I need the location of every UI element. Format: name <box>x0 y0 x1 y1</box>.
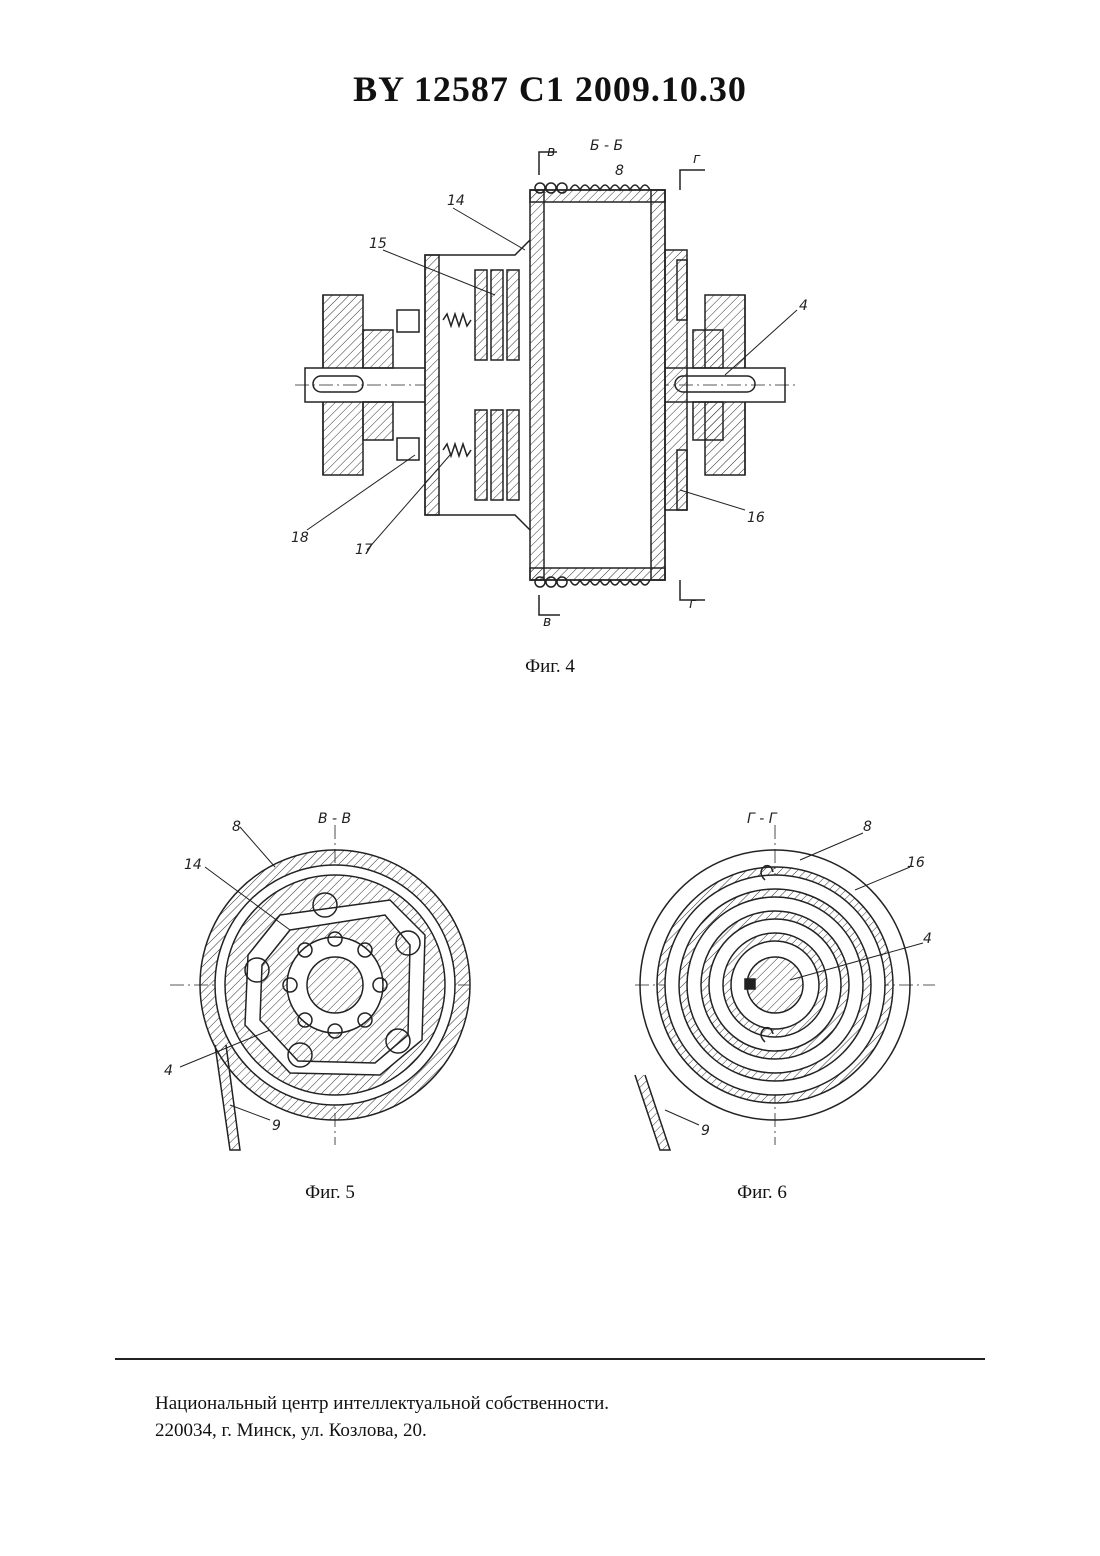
figure-5-drawing: В - В 8 14 4 9 <box>160 805 480 1155</box>
fig4-label-15: 15 <box>369 236 387 252</box>
footer: Национальный центр интеллектуальной собс… <box>155 1390 609 1444</box>
fig4-label-4: 4 <box>799 298 808 314</box>
section-label-gg: Г - Г <box>747 811 778 827</box>
fig6-label-8: 8 <box>863 819 872 835</box>
fig4-label-g-bottom: г <box>689 596 697 612</box>
figure-4-caption: Фиг. 4 <box>490 656 610 678</box>
footer-line-1: Национальный центр интеллектуальной собс… <box>155 1390 609 1417</box>
fig5-label-14: 14 <box>184 857 202 873</box>
fig6-label-9: 9 <box>701 1123 710 1139</box>
fig4-label-v-top: в <box>547 144 555 160</box>
fig4-label-g-top: г <box>693 151 701 167</box>
section-label-bb: Б - Б <box>590 138 623 154</box>
fig5-label-8: 8 <box>232 819 241 835</box>
fig6-label-16: 16 <box>907 855 925 871</box>
fig5-label-4: 4 <box>164 1063 173 1079</box>
fig4-label-v-bottom: в <box>543 614 551 630</box>
footer-line-2: 220034, г. Минск, ул. Козлова, 20. <box>155 1417 609 1444</box>
figure-6-caption: Фиг. 6 <box>702 1182 822 1204</box>
figure-5-caption: Фиг. 5 <box>270 1182 390 1204</box>
figure-4-svg: Б - Б в г 8 14 15 4 16 18 17 г в <box>285 130 815 630</box>
footer-divider <box>115 1358 985 1360</box>
fig4-label-18: 18 <box>291 530 309 546</box>
fig4-label-17: 17 <box>355 542 373 558</box>
fig4-label-16: 16 <box>747 510 765 526</box>
fig6-label-4: 4 <box>923 931 932 947</box>
patent-header-title: BY 12587 C1 2009.10.30 <box>0 68 1100 110</box>
figure-6-svg: Г - Г 8 16 4 9 <box>625 805 945 1155</box>
fig4-label-14: 14 <box>447 193 465 209</box>
figure-4-drawing: Б - Б в г 8 14 15 4 16 18 17 г в <box>285 130 815 630</box>
fig4-label-8: 8 <box>615 163 624 179</box>
figure-5-svg: В - В 8 14 4 9 <box>160 805 480 1155</box>
fig5-label-9: 9 <box>272 1118 281 1134</box>
figure-6-drawing: Г - Г 8 16 4 9 <box>625 805 945 1155</box>
section-label-vv: В - В <box>318 811 351 827</box>
